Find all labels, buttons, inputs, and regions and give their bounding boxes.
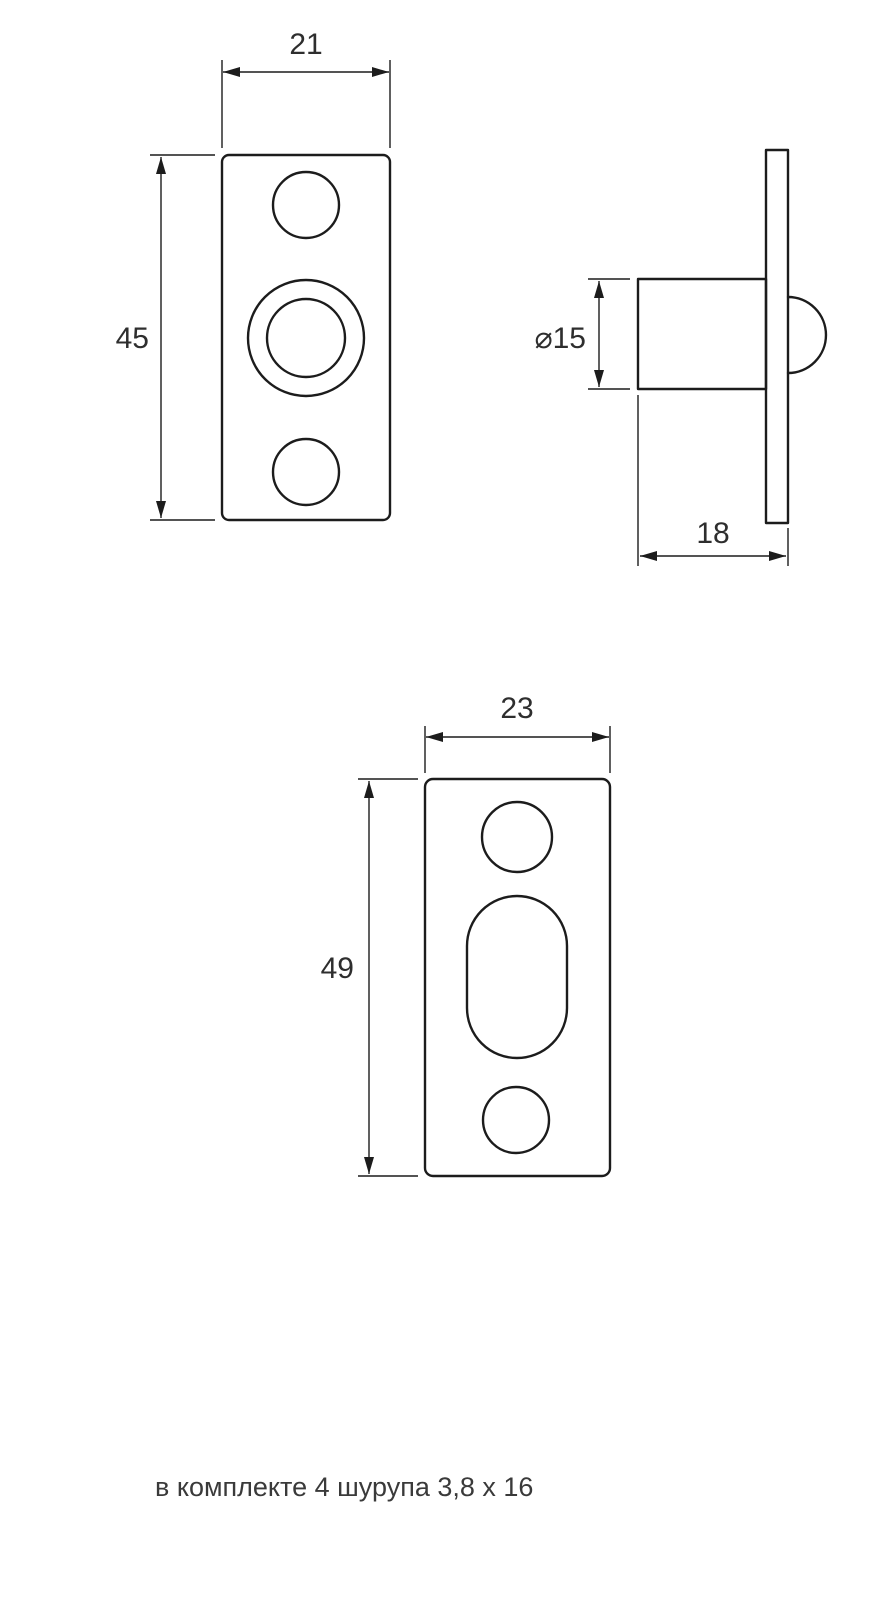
strike-width-label: 23 — [500, 692, 533, 725]
front-roller-outer-circle — [246, 278, 366, 398]
front-top-screw-hole — [271, 170, 341, 240]
side-ball-bulge — [786, 295, 828, 375]
side-view — [636, 148, 828, 525]
side-depth-label: 18 — [696, 517, 729, 550]
strike-center-slot — [465, 894, 569, 1060]
side-cylinder-body — [636, 277, 768, 391]
strike-height-label: 49 — [321, 952, 354, 985]
side-diameter-dimension: ⌀15 — [535, 278, 630, 390]
strike-width-dimension: 23 — [424, 692, 611, 773]
included-screws-caption: в комплекте 4 шурупа 3,8 x 16 — [155, 1472, 533, 1502]
front-roller-inner-circle — [265, 297, 347, 379]
side-plate-outline — [764, 148, 790, 525]
front-height-dimension: 45 — [116, 154, 215, 521]
front-width-label: 21 — [289, 28, 322, 61]
strike-bottom-screw-hole — [481, 1085, 551, 1155]
front-height-label: 45 — [116, 322, 149, 355]
side-depth-dimension: 18 — [637, 395, 789, 566]
front-plate-outline — [220, 153, 392, 522]
front-view — [220, 153, 392, 522]
strike-top-screw-hole — [480, 800, 554, 874]
front-bottom-screw-hole — [271, 437, 341, 507]
front-width-dimension: 21 — [221, 28, 391, 148]
strike-plate-view — [423, 777, 612, 1178]
strike-height-dimension: 49 — [321, 778, 418, 1177]
side-diameter-label: ⌀15 — [535, 322, 586, 355]
strike-plate-outline — [423, 777, 612, 1178]
